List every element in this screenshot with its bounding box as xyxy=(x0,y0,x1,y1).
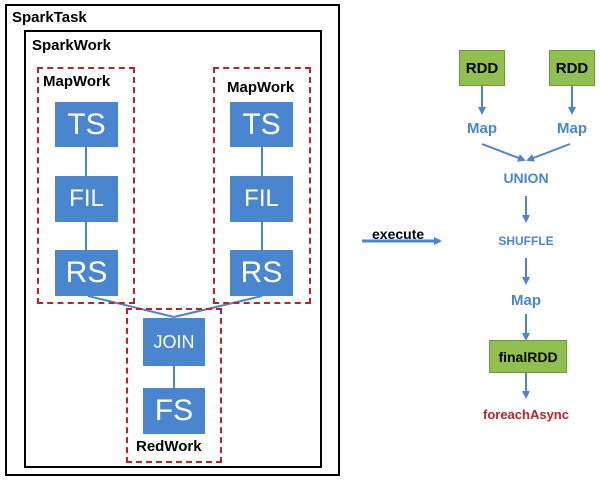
edge-rs-join-left xyxy=(87,295,175,318)
spark-task-title: SparkTask xyxy=(12,9,87,26)
execute-label: execute xyxy=(372,226,425,242)
op-ts-right: TS xyxy=(230,102,293,147)
op-ts-left: TS xyxy=(55,102,118,147)
foreach-async-label: foreachAsync xyxy=(483,407,569,422)
rdd-box-left: RDD xyxy=(459,50,505,86)
rdd-box-right: RDD xyxy=(549,50,595,86)
spark-task-box xyxy=(5,4,340,476)
final-rdd-box: finalRDD xyxy=(489,340,567,373)
map-after-label: Map xyxy=(511,292,541,309)
spark-work-title: SparkWork xyxy=(32,37,111,54)
op-fil-left: FIL xyxy=(55,176,118,222)
op-rs-right: RS xyxy=(230,250,293,296)
map-work-left-title: MapWork xyxy=(43,73,111,90)
op-join: JOIN xyxy=(143,318,205,366)
op-fil-right: FIL xyxy=(230,176,293,222)
op-rs-left: RS xyxy=(55,250,118,296)
op-fs: FS xyxy=(143,388,205,434)
map-right-label: Map xyxy=(557,120,587,137)
spark-work-box xyxy=(24,30,322,468)
map-work-left-box xyxy=(37,67,135,304)
red-work-title: RedWork xyxy=(136,438,202,455)
union-label: UNION xyxy=(503,170,549,186)
arrow-map-union-right xyxy=(526,143,571,162)
shuffle-label: SHUFFLE xyxy=(498,234,554,248)
red-work-box xyxy=(126,308,222,463)
map-work-right-box xyxy=(213,67,311,304)
arrow-map-union-left xyxy=(481,143,526,162)
map-work-right-title: MapWork xyxy=(227,79,295,96)
edge-rs-join-right xyxy=(173,295,263,318)
map-left-label: Map xyxy=(467,120,497,137)
